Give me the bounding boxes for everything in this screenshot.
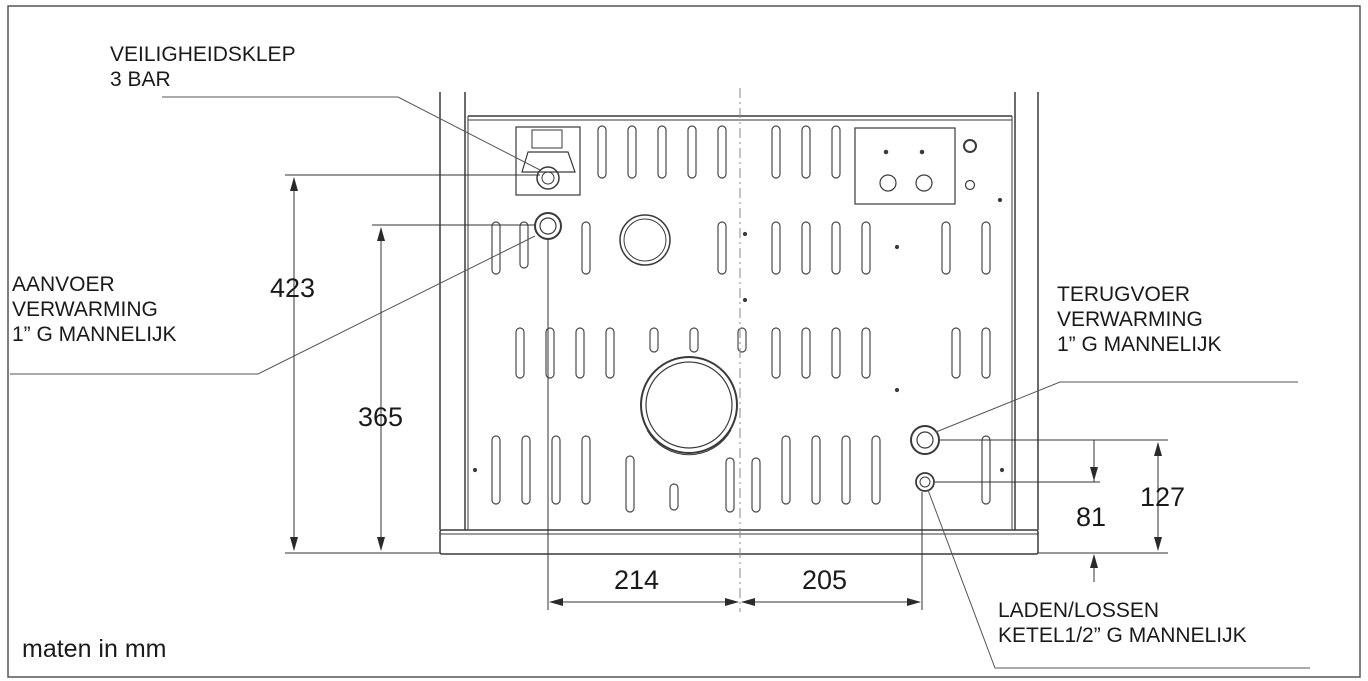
vent-slot	[491, 221, 501, 275]
vent-slot	[689, 327, 699, 353]
vent-slot	[771, 327, 781, 379]
dimension-81: 81	[1076, 502, 1107, 532]
vent-slot	[515, 327, 525, 379]
vent-slot	[841, 435, 851, 505]
vent-slot	[771, 125, 781, 179]
vent-slot	[545, 327, 555, 379]
supply-label: AANVOER VERWARMING 1” G MANNELIJK	[12, 272, 177, 347]
vent-slot	[861, 221, 871, 275]
vent-slot	[519, 221, 529, 269]
vent-slot	[657, 125, 667, 179]
safety-valve-label: VEILIGHEIDSKLEP 3 BAR	[110, 42, 296, 92]
vent-slot	[491, 435, 501, 505]
vent-slot	[717, 125, 727, 179]
vent-slot	[605, 327, 615, 379]
vent-slot	[801, 221, 811, 275]
return-label-line1: TERUGVOER	[1057, 283, 1191, 306]
boiler-body	[439, 92, 1039, 555]
return-label: TERUGVOER VERWARMING 1” G MANNELIJK	[1057, 282, 1222, 357]
supply-label-line1: AANVOER	[12, 273, 115, 296]
drain-label-line2: KETEL1/2” G MANNELIJK	[998, 624, 1247, 647]
units-note: maten in mm	[22, 635, 167, 663]
vent-slot	[751, 457, 761, 513]
vent-slot	[951, 327, 961, 379]
vent-slot	[831, 327, 841, 379]
vent-slot	[771, 221, 781, 275]
outer-frame	[7, 5, 1361, 678]
safety-valve-label-line2: 3 BAR	[110, 68, 171, 91]
vent-slot	[725, 457, 735, 513]
vent-slot	[981, 327, 991, 379]
vent-slots	[491, 125, 991, 513]
safety-valve-label-line1: VEILIGHEIDSKLEP	[110, 43, 296, 66]
dimension-205: 205	[802, 565, 848, 595]
vent-slot	[831, 221, 841, 275]
return-label-line2: VERWARMING	[1057, 308, 1203, 331]
vent-slot	[981, 435, 991, 505]
vent-slot	[981, 221, 991, 275]
dimension-lines	[285, 174, 1168, 610]
vent-slot	[781, 435, 791, 505]
vent-slot	[717, 221, 727, 275]
vent-slot	[581, 221, 591, 275]
vent-slot	[551, 435, 561, 505]
vent-slot	[801, 327, 811, 379]
vent-slot	[861, 327, 871, 379]
vent-slot	[627, 125, 637, 179]
drain-label-line1: LADEN/LOSSEN	[998, 599, 1160, 622]
vent-slot	[687, 125, 697, 179]
leader-lines	[10, 96, 1310, 669]
vent-slot	[871, 435, 881, 505]
vent-slot	[597, 125, 607, 179]
vent-slot	[801, 125, 811, 179]
vent-slot	[625, 455, 635, 513]
vent-slot	[575, 327, 585, 379]
vent-slot	[649, 327, 659, 353]
supply-label-line2: VERWARMING	[12, 298, 158, 321]
vent-slot	[521, 435, 531, 505]
dimension-127: 127	[1140, 482, 1186, 512]
dimension-214: 214	[614, 565, 660, 595]
vent-slot	[811, 435, 821, 505]
supply-label-line3: 1” G MANNELIJK	[12, 323, 177, 346]
drain-label: LADEN/LOSSEN KETEL1/2” G MANNELIJK	[998, 598, 1247, 648]
vent-slot	[941, 221, 951, 275]
vent-slot	[581, 435, 591, 505]
vent-slot	[737, 327, 747, 353]
dimension-423: 423	[270, 273, 316, 303]
return-label-line3: 1” G MANNELIJK	[1057, 333, 1222, 356]
vent-slot	[669, 483, 679, 511]
vent-slot	[831, 125, 841, 179]
dimension-365: 365	[358, 402, 404, 432]
